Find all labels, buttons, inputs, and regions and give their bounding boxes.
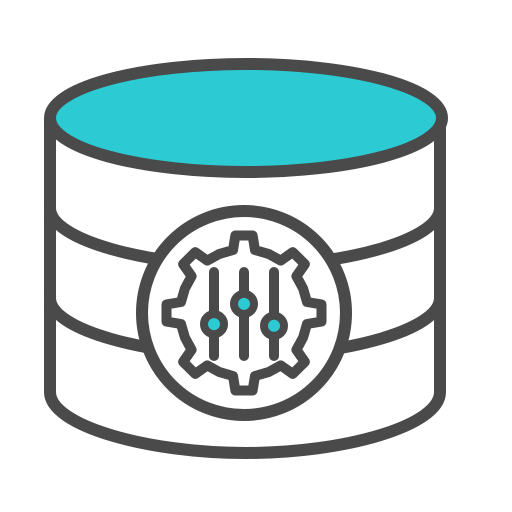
slider-knob-2	[230, 289, 258, 318]
slider-knob-3	[260, 311, 288, 340]
settings-badge-icon	[136, 205, 352, 421]
cylinder-top	[44, 58, 448, 178]
slider-knob-1	[200, 310, 228, 339]
sliders-icon	[200, 267, 288, 361]
